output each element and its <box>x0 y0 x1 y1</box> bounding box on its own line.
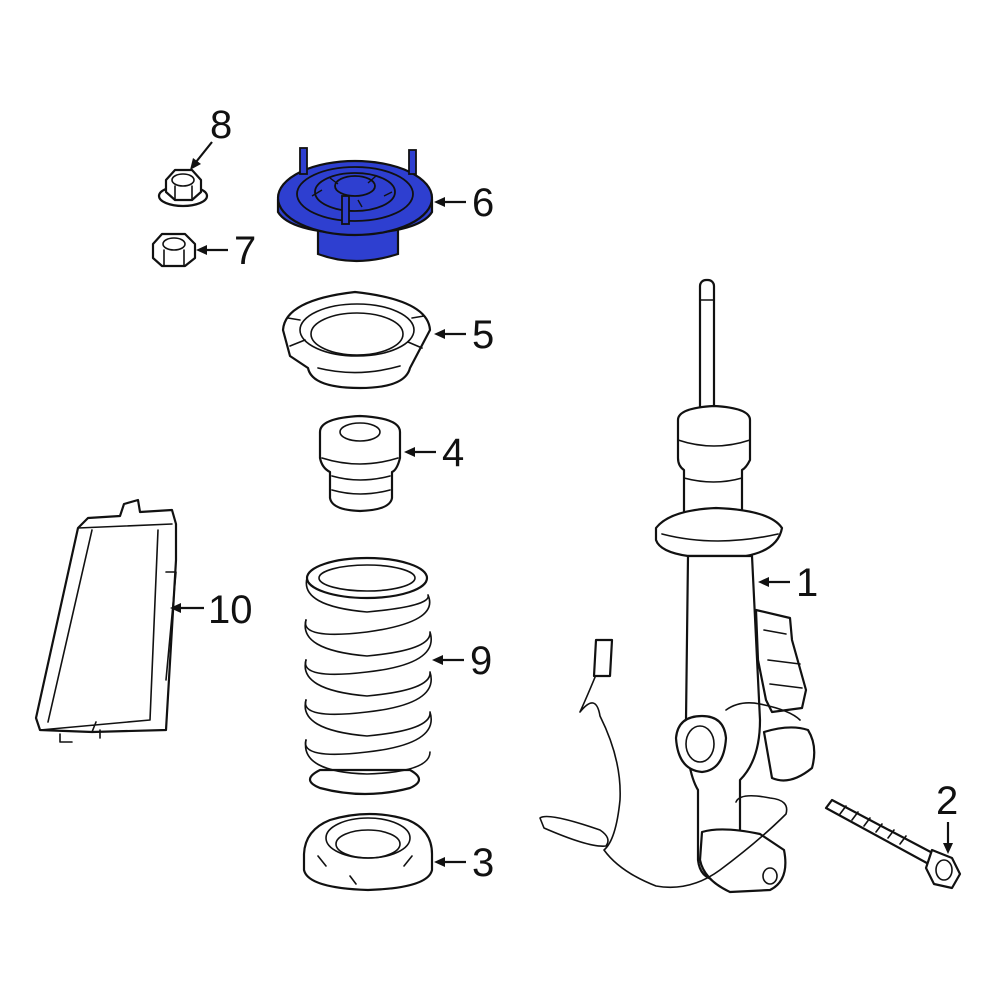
callout-label-2[interactable]: 2 <box>936 779 958 823</box>
callout-labels: 8 7 6 5 4 1 10 9 3 2 <box>208 103 958 885</box>
lower-spring-seat-part[interactable] <box>302 812 434 892</box>
arrowhead-6 <box>434 197 445 207</box>
arrowhead-9 <box>432 655 443 665</box>
arrowhead-7 <box>196 245 207 255</box>
callout-label-8[interactable]: 8 <box>210 103 232 147</box>
callout-label-5[interactable]: 5 <box>472 313 494 357</box>
arrowhead-1 <box>758 577 769 587</box>
arrowhead-4 <box>404 447 415 457</box>
bolt-part[interactable] <box>824 798 962 890</box>
callout-leaders <box>170 141 953 867</box>
callout-label-7[interactable]: 7 <box>234 229 256 273</box>
callout-label-3[interactable]: 3 <box>472 841 494 885</box>
strut-assembly-part[interactable] <box>539 278 816 894</box>
nut-part[interactable] <box>151 232 197 268</box>
arrowhead-10 <box>170 603 181 613</box>
callout-label-6[interactable]: 6 <box>472 181 494 225</box>
arrowhead-5 <box>434 329 445 339</box>
control-module-part[interactable] <box>34 498 178 743</box>
arrowhead-3 <box>434 857 445 867</box>
leader-8 <box>195 141 213 163</box>
callout-label-10[interactable]: 10 <box>208 588 253 632</box>
strut-mount-part[interactable] <box>276 147 434 263</box>
callout-label-1[interactable]: 1 <box>796 561 818 605</box>
arrowhead-2 <box>943 843 953 854</box>
coil-spring-part[interactable] <box>304 556 432 796</box>
upper-spring-seat-part[interactable] <box>281 290 432 390</box>
arrowhead-8 <box>190 158 201 170</box>
callout-label-4[interactable]: 4 <box>442 431 464 475</box>
callout-label-9[interactable]: 9 <box>470 639 492 683</box>
flange-nut-part[interactable] <box>157 168 209 208</box>
bump-stop-part[interactable] <box>318 414 402 513</box>
